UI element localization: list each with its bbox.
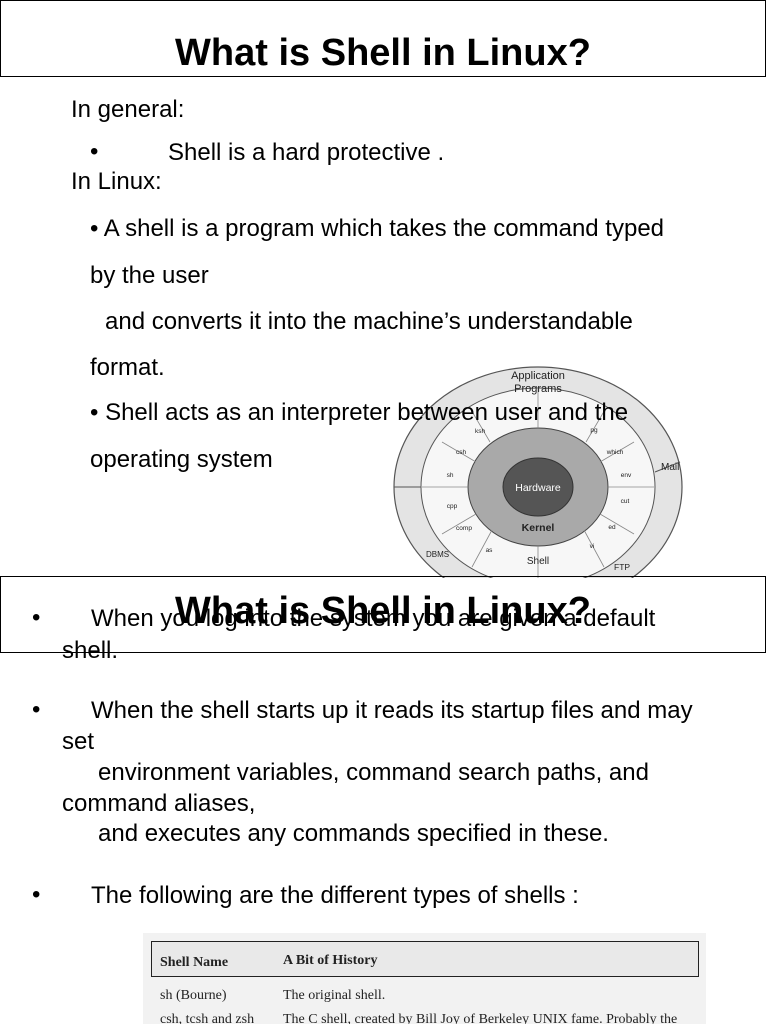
slide1-title: What is Shell in Linux? (0, 0, 766, 77)
slide2-bullet2-line5: and executes any commands specified in t… (98, 820, 609, 847)
ring-item-cpp: cpp (447, 503, 458, 510)
ring-item-ksh: ksh (475, 428, 486, 435)
slide2-title: What is Shell in Linux? (0, 576, 766, 653)
linux-bullet2-line2: operating system (90, 446, 273, 473)
slide2-bullet2-line2: set (62, 728, 95, 755)
kernel-label: Kernel (522, 522, 555, 534)
table-cell-history: The C shell, created by Bill Joy of Berk… (283, 1012, 678, 1024)
in-linux-label: In Linux: (71, 168, 162, 195)
table-cell-name: csh, tcsh and zsh (160, 1012, 255, 1024)
ring-item-csh: csh (456, 449, 467, 456)
slide2-bullet2-line1: When the shell starts up it reads its st… (91, 697, 693, 724)
ring-item-sh: sh (447, 472, 454, 479)
ring-item-as: as (486, 547, 494, 554)
slide2-bullet2-line3: environment variables, command search pa… (98, 759, 649, 786)
linux-bullet1-line3: and converts it into the machine’s under… (105, 308, 633, 335)
hardware-label: Hardware (515, 482, 561, 494)
outer-label-line2: Programs (514, 383, 562, 395)
ring-item-ed: ed (608, 524, 616, 531)
table-header-shell-name: Shell Name (160, 955, 229, 970)
bullet-glyph: • (32, 604, 41, 631)
table-header-history: A Bit of History (283, 953, 378, 968)
dbms-label: DBMS (426, 550, 449, 559)
general-bullet-text: Shell is a hard protective . (168, 139, 445, 166)
slide2-bullet3: The following are the different types of… (91, 882, 579, 909)
table-cell-name: sh (Bourne) (160, 988, 227, 1003)
table-header-row (151, 941, 699, 977)
linux-bullet1-line1: • A shell is a program which takes the c… (90, 215, 665, 242)
in-general-label: In general: (71, 96, 185, 123)
slide2-bullet1-line2: shell. (62, 637, 119, 664)
shell-label: Shell (527, 556, 549, 567)
ftp-label: FTP (614, 562, 630, 572)
outer-label-line1: Application (511, 370, 565, 382)
shell-kernel-diagram: Application Programs Hardware Kernel She… (393, 366, 683, 578)
ring-item-env: env (621, 472, 632, 479)
bullet-glyph: • (32, 696, 41, 723)
bullet-glyph: • (90, 138, 99, 165)
ring-item-cut: cut (621, 498, 630, 505)
mail-label: Mail (661, 462, 679, 473)
slide2-bullet2-line4: command aliases, (62, 790, 256, 817)
bullet-glyph: • (32, 881, 41, 908)
linux-bullet1-line2: by the user (90, 262, 209, 289)
linux-bullet1-line4: format. (90, 354, 165, 381)
table-cell-history: The original shell. (283, 988, 386, 1003)
slide2-bullet1-line1: When you log into the system you are giv… (91, 605, 656, 632)
ring-item-vi: vi (590, 543, 595, 550)
ring-item-pg: pg (590, 427, 598, 434)
shell-types-table: Shell Name A Bit of History sh (Bourne) … (143, 933, 706, 1024)
linux-bullet2-line1: • Shell acts as an interpreter between u… (90, 399, 629, 426)
ring-item-comp: comp (456, 525, 472, 532)
ring-item-which: which (606, 449, 624, 456)
